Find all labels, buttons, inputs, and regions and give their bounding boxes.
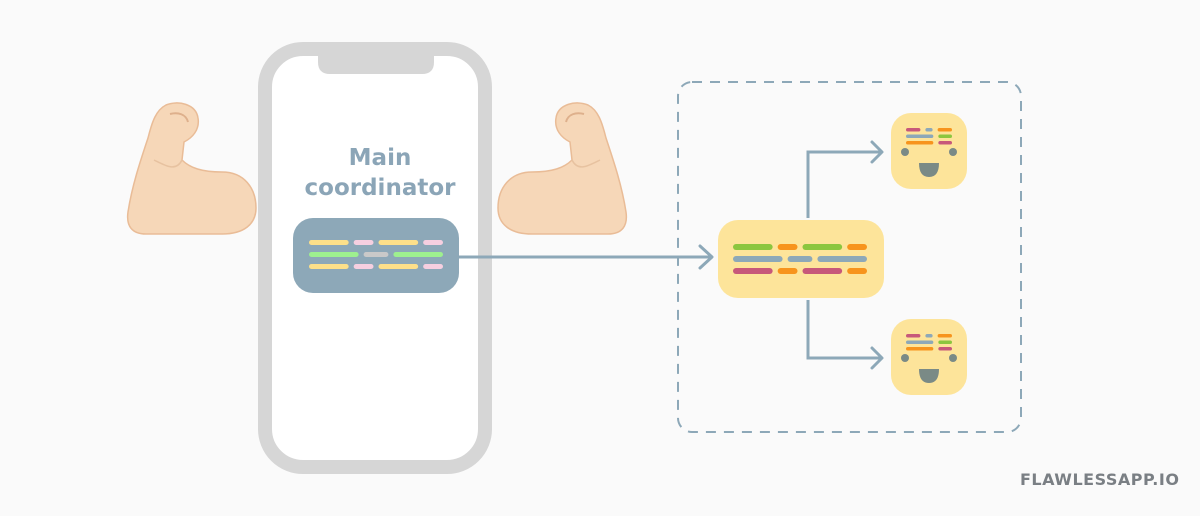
code-line-segment [309, 240, 349, 245]
code-line-segment [847, 244, 867, 250]
code-line-segment [906, 334, 921, 338]
code-line-segment [906, 134, 934, 138]
flexed-biceps-left-icon [126, 102, 257, 235]
code-line-segment [802, 268, 843, 274]
phone-title: Main coordinator [280, 143, 480, 203]
branch-arrow-bottom [806, 300, 884, 370]
code-line-segment [353, 240, 374, 245]
code-line-segment [925, 334, 933, 338]
face-background [891, 113, 967, 189]
code-line-segment [423, 240, 443, 245]
child-group-boundary [677, 81, 1022, 433]
code-line-segment [847, 268, 867, 274]
code-line-segment [777, 268, 798, 274]
code-line-segment [393, 252, 443, 257]
face-eye [901, 148, 909, 156]
branch-arrow-top [806, 140, 884, 218]
face-eye [901, 354, 909, 362]
flexed-biceps-right-icon [497, 102, 628, 235]
code-line-segment [925, 128, 933, 132]
code-line-segment [906, 347, 934, 351]
code-line-segment [423, 264, 443, 269]
phone-title-line2: coordinator [304, 175, 456, 201]
code-line-segment [938, 141, 952, 145]
child-coordinator-top [891, 113, 967, 189]
code-line-segment [787, 256, 813, 262]
code-line-segment [906, 141, 934, 145]
code-line-segment [906, 128, 921, 132]
sub-coordinator-code-lines [733, 244, 867, 274]
code-line-segment [937, 334, 952, 338]
phone-title-line1: Main [348, 145, 412, 171]
code-line-segment [733, 244, 773, 250]
child-coordinator-bottom [891, 319, 967, 395]
main-to-group-arrow [459, 244, 714, 270]
face-eye [949, 354, 957, 362]
code-line-segment [906, 340, 934, 344]
face-smile [919, 163, 939, 177]
code-line-segment [802, 244, 843, 250]
code-line-segment [309, 252, 359, 257]
code-line-segment [378, 240, 419, 245]
code-line-segment [938, 340, 952, 344]
face-background [891, 319, 967, 395]
code-line-segment [733, 256, 783, 262]
code-line-segment [353, 264, 374, 269]
code-line-segment [938, 134, 952, 138]
code-line-segment [817, 256, 867, 262]
face-smile [919, 369, 939, 383]
face-eye [949, 148, 957, 156]
code-line-segment [309, 264, 349, 269]
code-line-segment [363, 252, 389, 257]
code-line-segment [378, 264, 419, 269]
phone-notch [318, 42, 434, 74]
code-line-segment [938, 347, 952, 351]
code-line-segment [777, 244, 798, 250]
code-line-segment [733, 268, 773, 274]
main-coordinator-code-lines [309, 240, 443, 269]
code-line-segment [937, 128, 952, 132]
brand-watermark: FLAWLESSAPP.IO [1020, 470, 1180, 489]
